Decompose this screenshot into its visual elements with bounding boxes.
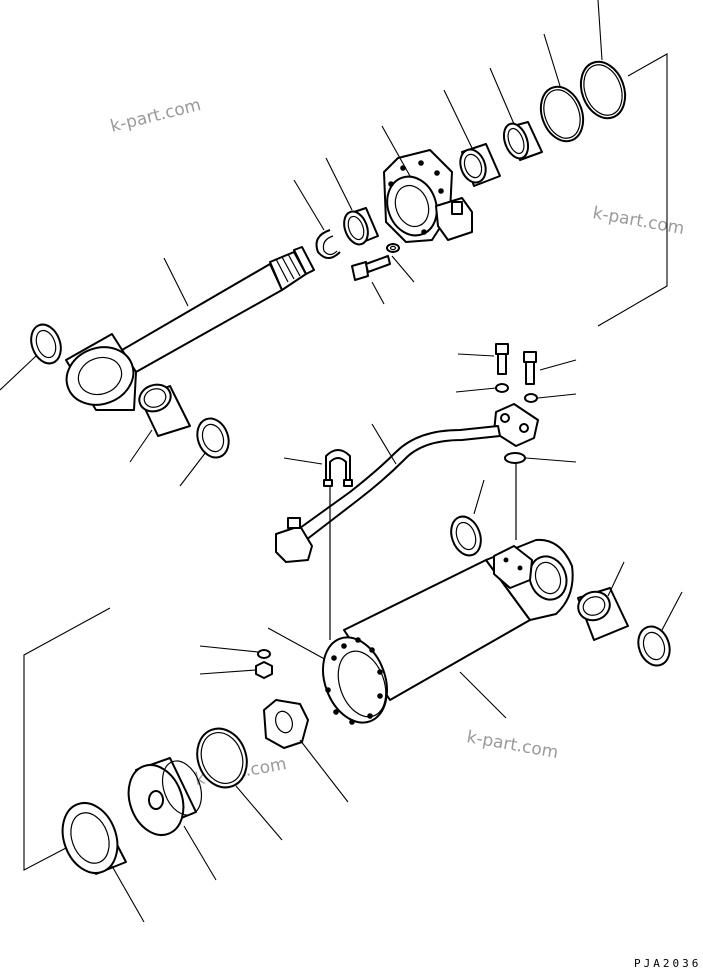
u-bolt-clamp [323,449,353,487]
rod-end-dust-seal [30,323,62,365]
cylinder-barrel [343,538,574,701]
snap-ring [315,229,341,259]
rod-wiper-ring [343,207,379,246]
barrel-flange [322,636,388,725]
rod-packing [502,121,543,161]
barrel-end-seal [637,625,671,667]
wear-ring [196,727,248,789]
leader-lines [0,0,683,923]
pipe-bolt-1 [495,343,509,375]
bracket-head-flange [267,627,331,663]
watermark-2: k-part.com [591,203,686,239]
watermark-3: k-part.com [465,727,560,763]
bracket-lower-left [23,607,111,871]
backup-ring [539,85,585,143]
o-ring-large [579,60,627,120]
tube-end-block [275,517,313,563]
washer-small-4 [257,649,271,659]
piston [127,757,203,836]
lines-clamp-to-barrel [329,464,517,640]
hydraulic-tube [299,425,501,541]
bracket-upper-right [597,53,668,327]
drawing-code-label: PJA2036 [634,957,701,970]
cylinder-head [383,149,473,243]
barrel-end-bushing [577,587,629,641]
pipe-flange-block [493,403,539,447]
pipe-bolt-2 [523,351,537,385]
rod-bushing [459,143,501,187]
flange-o-ring [504,452,526,464]
piston-nut [263,699,309,749]
washer-small-2 [495,383,509,393]
barrel-dust-seal [450,515,482,557]
rod-end-seal [196,417,230,459]
mounting-bolt [351,255,391,281]
washer-small-1 [386,243,400,253]
watermark-1: k-part.com [108,95,203,137]
piston-rod [65,246,315,411]
washer-small-3 [524,393,538,403]
rod-end-bushing [138,383,191,437]
piston-ring [61,802,127,875]
lock-nut-small [255,661,273,679]
